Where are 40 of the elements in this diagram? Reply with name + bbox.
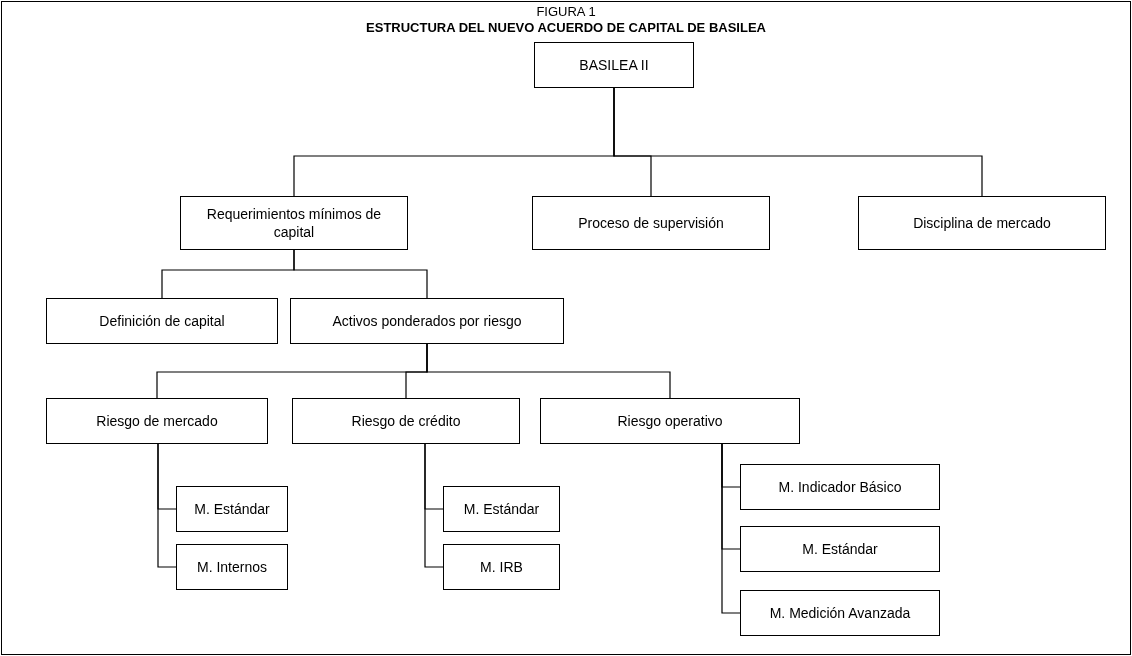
org-box (176, 544, 288, 590)
box-label: Requerimientos mínimos de capital (205, 205, 383, 241)
box-label: Riesgo de mercado (96, 412, 218, 430)
box-label: M. Estándar (463, 500, 540, 518)
org-box (180, 196, 408, 250)
connector-line (426, 343, 671, 399)
box-label: Activos ponderados por riesgo (332, 312, 522, 330)
connector-line (293, 249, 428, 299)
box-label: BASILEA II (579, 56, 649, 74)
box-label: M. Medición Avanzada (769, 604, 911, 622)
org-box (534, 42, 694, 88)
box-label: Disciplina de mercado (913, 214, 1051, 232)
org-box (858, 196, 1106, 250)
org-box (292, 398, 520, 444)
org-box (176, 486, 288, 532)
connector-line (613, 87, 983, 197)
org-box (443, 486, 560, 532)
box-label: M. Indicador Básico (778, 478, 902, 496)
box-label: M. Internos (197, 558, 267, 576)
org-box (740, 464, 940, 510)
box-label: Riesgo operativo (617, 412, 723, 430)
org-box (532, 196, 770, 250)
connector-line (721, 443, 741, 614)
org-box (46, 298, 278, 344)
org-box (740, 590, 940, 636)
org-box (290, 298, 564, 344)
box-label: M. Estándar (194, 500, 270, 518)
box-label: Proceso de supervisión (578, 214, 724, 232)
org-box (46, 398, 268, 444)
figure-number: FIGURA 1 (536, 4, 596, 20)
figure-title: ESTRUCTURA DEL NUEVO ACUERDO DE CAPITAL DE BASILEA (366, 20, 766, 36)
box-label: Definición de capital (99, 312, 225, 330)
box-label: M. Estándar (802, 540, 878, 558)
org-box (443, 544, 560, 590)
connector-line (424, 443, 444, 568)
connector-line (157, 443, 177, 568)
org-box (540, 398, 800, 444)
box-label: M. IRB (480, 558, 523, 576)
org-box (740, 526, 940, 572)
box-label: Riesgo de crédito (351, 412, 461, 430)
